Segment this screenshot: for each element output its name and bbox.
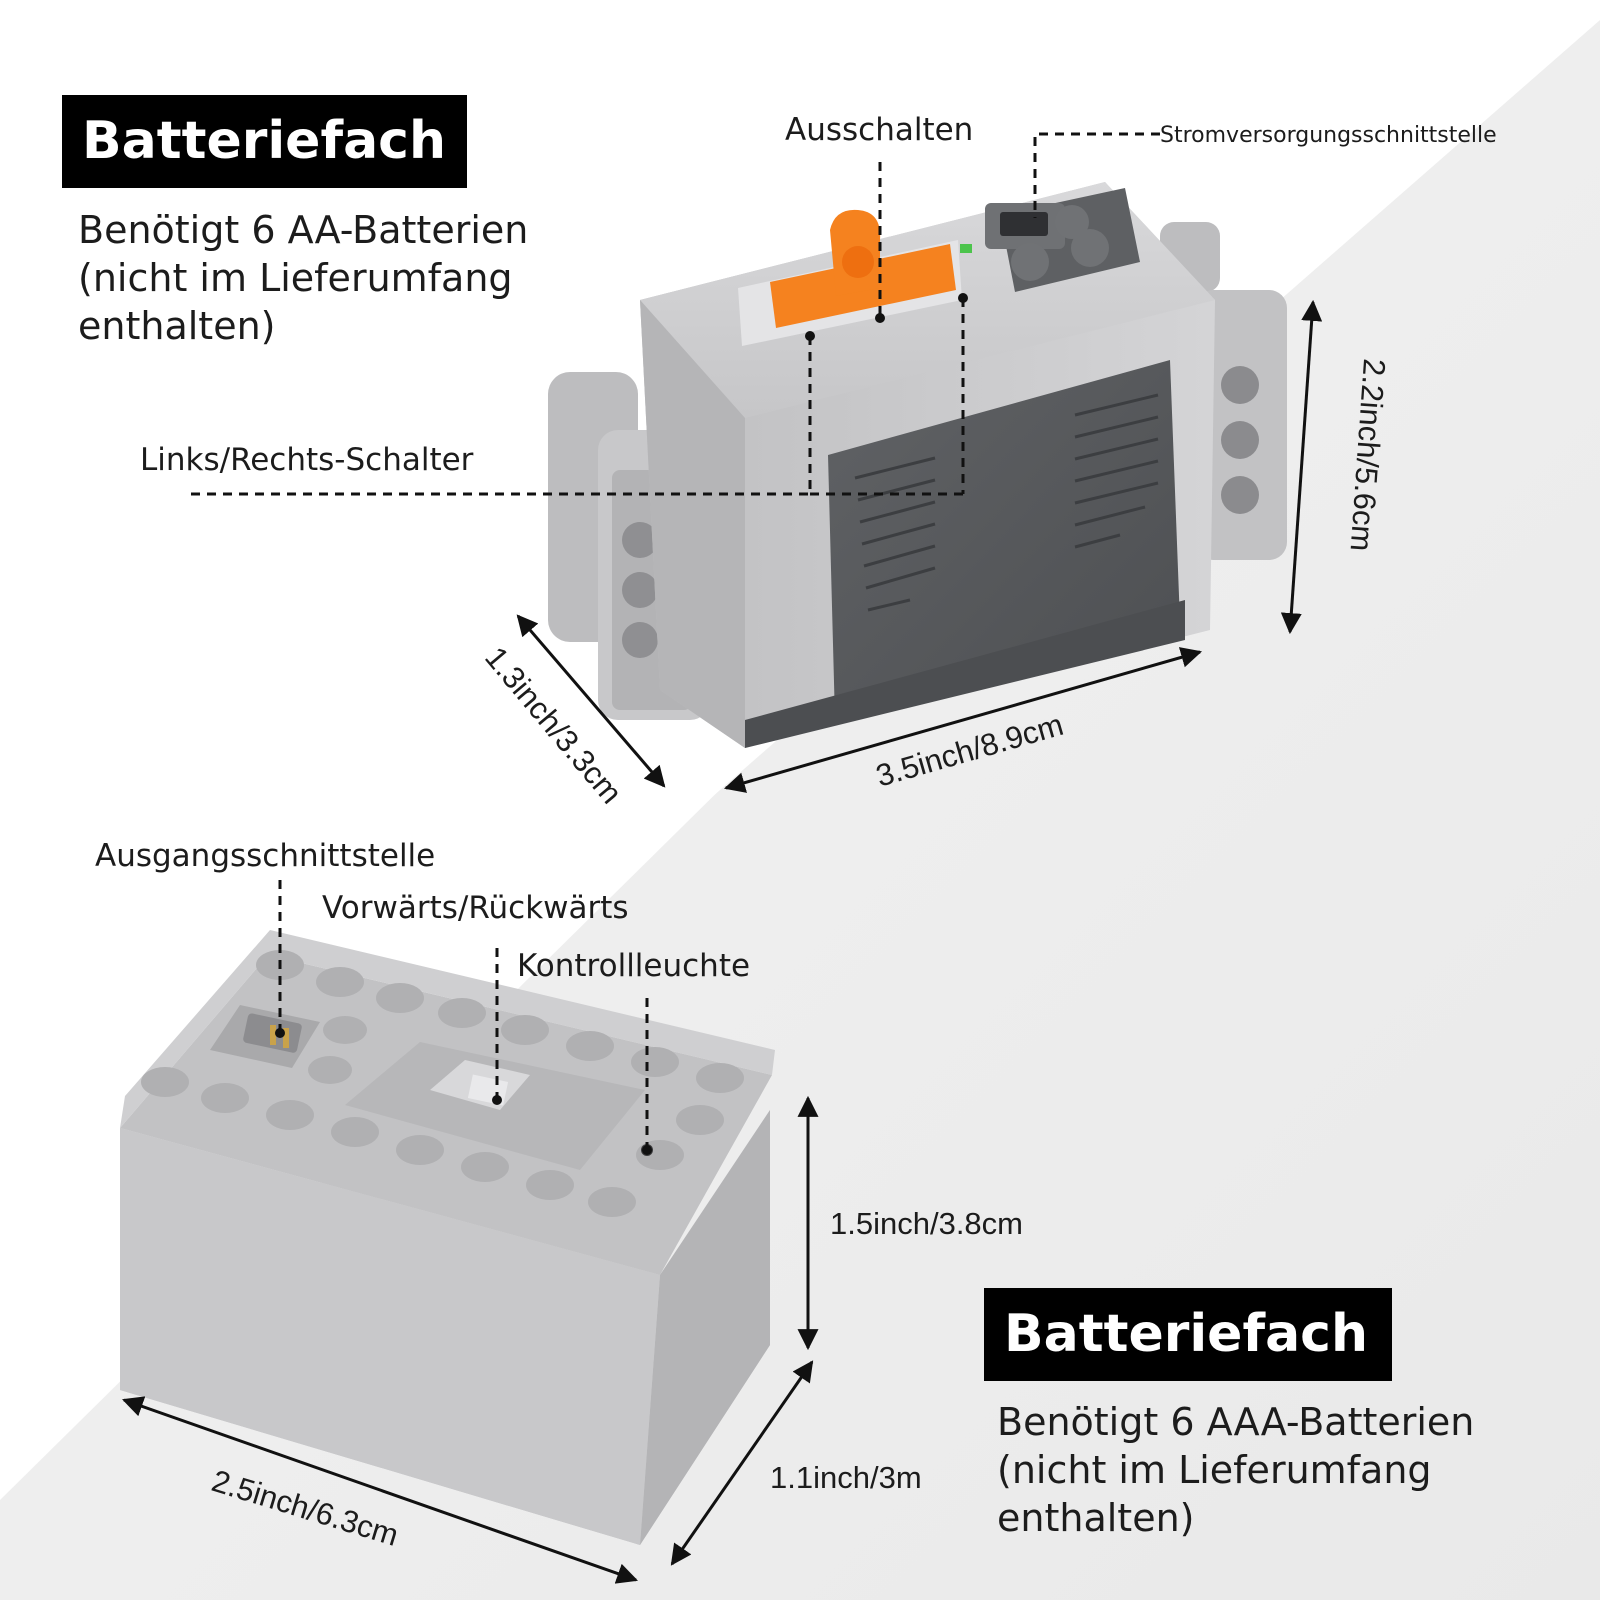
aaa-description: Benötigt 6 AAA-Batterien (nicht im Liefe… — [997, 1398, 1474, 1542]
aaa-description-line-2: (nicht im Lieferumfang — [997, 1448, 1432, 1492]
aaa-dimension-arrows — [122, 1095, 819, 1584]
vent-grooves — [854, 393, 1159, 612]
label-forward-reverse: Vorwärts/Rückwärts — [322, 890, 629, 926]
output-connector — [210, 1005, 320, 1068]
power-connector — [960, 188, 1140, 292]
aaa-description-line-1: Benötigt 6 AAA-Batterien — [997, 1400, 1475, 1444]
aa-dimension-arrows — [516, 299, 1323, 793]
studs — [141, 950, 744, 1217]
aa-leader-lines — [190, 132, 1160, 496]
label-indicator: Kontrollleuchte — [517, 948, 751, 984]
aaa-dim-depth: 1.1inch/3m — [770, 1460, 922, 1495]
label-switch-off: Ausschalten — [785, 112, 974, 148]
aa-description: Benötigt 6 AA-Batterien (nicht im Liefer… — [78, 206, 528, 350]
aa-description-line-3: enthalten) — [78, 304, 276, 348]
label-lr-switch: Links/Rechts-Schalter — [140, 442, 474, 478]
label-output-interface: Ausgangsschnittstelle — [95, 838, 436, 874]
aa-description-line-1: Benötigt 6 AA-Batterien — [78, 208, 529, 252]
aaa-description-line-3: enthalten) — [997, 1496, 1195, 1540]
aa-title: Batteriefach — [62, 95, 467, 188]
aaa-title: Batteriefach — [984, 1288, 1392, 1381]
label-power-interface: Stromversorgungsschnittstelle — [1160, 123, 1497, 148]
aaa-dim-height: 1.5inch/3.8cm — [830, 1206, 1023, 1241]
aa-description-line-2: (nicht im Lieferumfang — [78, 256, 513, 300]
